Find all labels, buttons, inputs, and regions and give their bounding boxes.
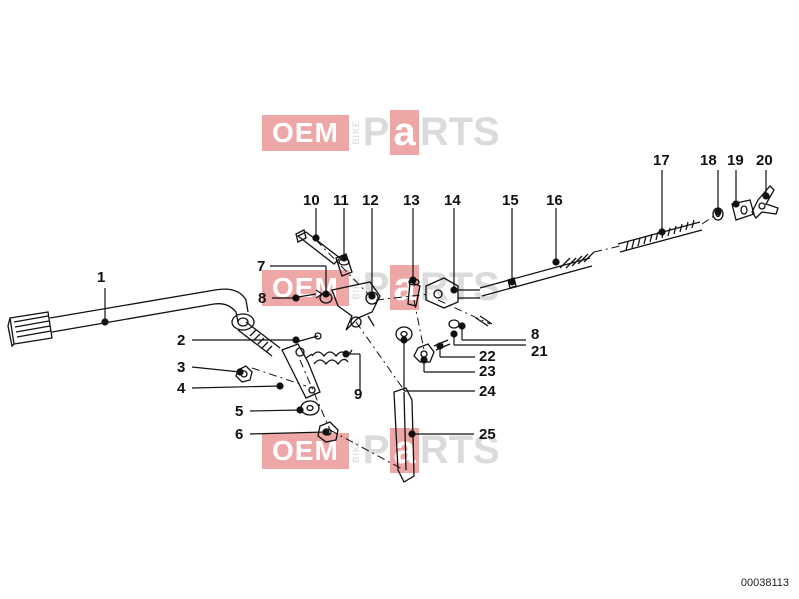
callout-10: 10 — [303, 192, 320, 209]
small-washer-part — [448, 319, 460, 329]
assembly-line — [315, 239, 373, 299]
callout-2: 2 — [177, 332, 186, 349]
callout-18: 18 — [700, 152, 717, 169]
callout-24: 24 — [479, 383, 496, 400]
assembly-line — [329, 429, 405, 471]
callout-11: 11 — [333, 192, 349, 209]
callout-14: 14 — [444, 192, 461, 209]
brake-pedal-part — [7, 288, 255, 348]
callout-8-left: 8 — [258, 290, 267, 307]
pin-part-right — [475, 315, 493, 327]
watermark-oem: OEM — [262, 114, 349, 151]
callout-17: 17 — [653, 152, 670, 169]
watermark-a: a — [390, 110, 419, 155]
callout-9: 9 — [354, 386, 363, 403]
washer-part — [300, 400, 320, 416]
wing-nut-part — [751, 185, 779, 220]
assembly-line — [701, 215, 715, 225]
callout-21: 21 — [531, 343, 548, 360]
callout-12: 12 — [362, 192, 379, 209]
callout-8-right: 8 — [531, 326, 540, 343]
watermark-p: P — [362, 110, 390, 154]
callout-3: 3 — [177, 359, 186, 376]
brake-rod-part — [479, 251, 595, 297]
watermark-rts: RTS — [419, 265, 500, 309]
assembly-line — [593, 245, 621, 253]
pivot-shaft-part — [237, 321, 322, 357]
coil-spring-part — [617, 219, 703, 253]
diagram-reference-number: 00038113 — [740, 577, 789, 589]
callout-7: 7 — [257, 258, 266, 275]
clevis-fork-part — [425, 277, 480, 309]
lever-part — [281, 343, 321, 399]
callout-20: 20 — [756, 152, 773, 169]
assembly-line — [375, 293, 431, 301]
callout-23: 23 — [479, 363, 496, 380]
callout-5: 5 — [235, 403, 244, 420]
assembly-line — [413, 299, 425, 351]
assembly-line — [437, 299, 491, 325]
return-spring-part — [305, 349, 353, 366]
watermark-oem: OEM — [262, 432, 349, 469]
callout-25: 25 — [479, 426, 496, 443]
assembly-line — [355, 321, 405, 391]
watermark-oem: OEM — [262, 269, 349, 306]
watermark-rts: RTS — [419, 428, 500, 472]
brake-arm-part — [393, 387, 415, 483]
callout-19: 19 — [727, 152, 744, 169]
callout-4: 4 — [177, 380, 186, 397]
callout-13: 13 — [403, 192, 420, 209]
watermark-rts: RTS — [419, 110, 500, 154]
callout-6: 6 — [235, 426, 244, 443]
bolt-part — [295, 229, 341, 265]
callout-1: 1 — [97, 269, 106, 286]
callout-15: 15 — [502, 192, 519, 209]
callout-16: 16 — [546, 192, 563, 209]
callout-22: 22 — [479, 348, 496, 365]
assembly-line — [299, 359, 331, 431]
